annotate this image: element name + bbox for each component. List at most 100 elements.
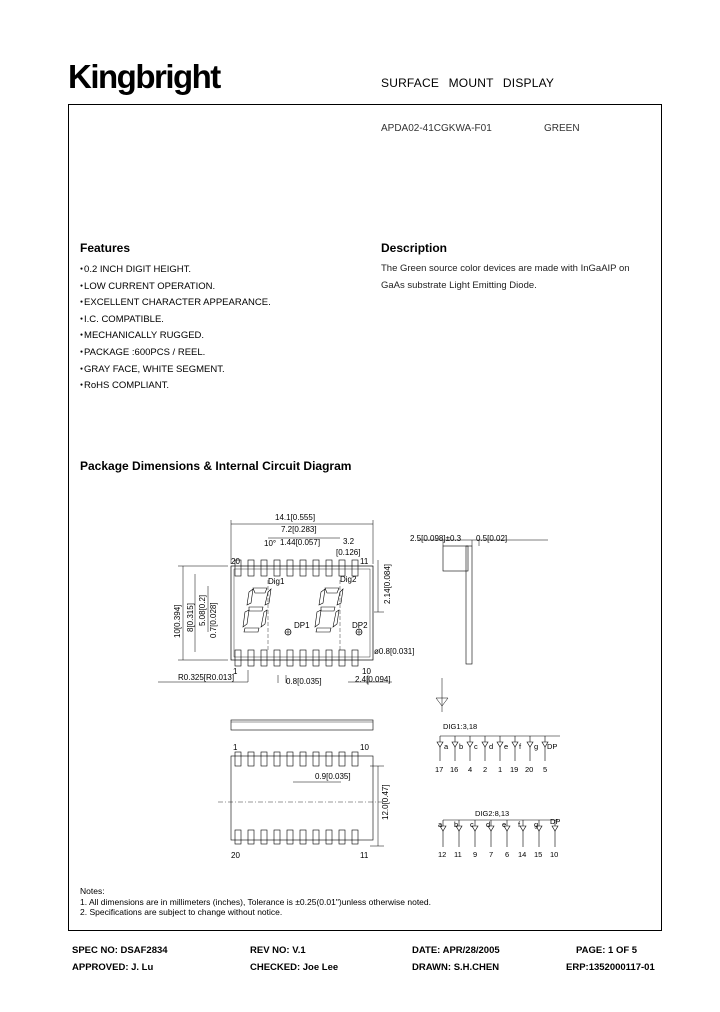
edge-view — [230, 719, 374, 731]
approved-by: APPROVED: J. Lu — [72, 962, 154, 973]
package-drawing: 14.1[0.555] 7.2[0.283] 10° 1.44[0.057] 3… — [158, 513, 560, 860]
label-dp1: DP1 — [294, 621, 310, 630]
part-number: APDA02-41CGKWA-F01 — [381, 123, 492, 134]
dig2-pin-number: 9 — [473, 850, 477, 859]
dim-height-total: 10[0.394] — [173, 605, 182, 638]
dim-bottom-pitch: 0.9[0.035] — [315, 772, 351, 781]
bottom-view — [218, 751, 384, 847]
package-heading: Package Dimensions & Internal Circuit Di… — [80, 459, 352, 473]
feature-item: EXCELLENT CHARACTER APPEARANCE. — [80, 294, 271, 311]
drawn-by: DRAWN: S.H.CHEN — [412, 962, 500, 973]
feature-item: LOW CURRENT OPERATION. — [80, 278, 271, 295]
dig2-pin-number: 11 — [454, 850, 462, 859]
dim-dp-offset-in: [0.126] — [336, 548, 360, 557]
label-pin11: 11 — [360, 557, 369, 566]
dig2-seg-label: d — [486, 820, 490, 829]
checked-by: CHECKED: Joe Lee — [250, 962, 339, 973]
dig2-seg-label: a — [438, 820, 443, 829]
dig2-pin-number: 12 — [438, 850, 446, 859]
dim-dp-dia: ø0.8[0.031] — [374, 647, 414, 656]
dim-side-thickness: 0.5[0.02] — [476, 534, 507, 543]
dim-height-digit: 5.08[0.2] — [198, 595, 207, 626]
dim-seg-width: 1.44[0.057] — [280, 538, 320, 547]
bottom-label-pin10: 10 — [360, 743, 369, 752]
note-line: 2. Specifications are subject to change … — [80, 907, 283, 917]
circuit-dig1-title: DIG1:3,18 — [443, 722, 477, 731]
dig1-pin-number: 20 — [525, 765, 533, 774]
dim-height-body: 8[0.315] — [186, 603, 195, 632]
dig1-seg-label: f — [519, 742, 522, 751]
features-list: 0.2 INCH DIGIT HEIGHT. LOW CURRENT OPERA… — [80, 261, 271, 394]
spec-number: SPEC NO: DSAF2834 — [72, 945, 168, 956]
digit-1-outline — [242, 587, 272, 633]
note-line: 1. All dimensions are in millimeters (in… — [80, 896, 431, 907]
dig1-pin-number: 17 — [435, 765, 443, 774]
dim-pad-pitch: 2.4[0.094] — [355, 675, 391, 684]
side-view — [418, 539, 548, 665]
dig2-pin-number: 14 — [518, 850, 526, 859]
dig1-seg-label: DP — [547, 742, 557, 751]
notes: Notes: 1. All dimensions are in millimet… — [80, 886, 431, 918]
dig1-seg-label: a — [444, 742, 449, 751]
label-pin10: 10 — [362, 667, 371, 676]
dig1-seg-label: c — [474, 742, 478, 751]
dim-overall-width: 14.1[0.555] — [275, 513, 315, 522]
dig2-seg-label: b — [454, 820, 458, 829]
dig2-pin-number: 7 — [489, 850, 493, 859]
content-frame — [68, 104, 662, 931]
front-view — [158, 520, 392, 685]
circuit-dig2 — [439, 819, 559, 847]
description-text: The Green source color devices are made … — [381, 263, 630, 291]
dig2-seg-label: c — [470, 820, 474, 829]
dig2-seg-label: g — [534, 820, 538, 829]
revision-number: REV NO: V.1 — [250, 945, 306, 956]
dim-bottom-height: 12.0[0.47] — [381, 784, 390, 820]
dig2-seg-label: f — [518, 820, 521, 829]
dig1-pin-number: 4 — [468, 765, 472, 774]
dig2-seg-label: e — [502, 820, 506, 829]
bottom-label-pin1: 1 — [233, 743, 238, 752]
dim-dp-offset: 3.2 — [343, 537, 355, 546]
dig1-seg-label: e — [504, 742, 508, 751]
features-heading: Features — [80, 241, 131, 255]
feature-item: PACKAGE :600PCS / REEL. — [80, 344, 271, 361]
label-pin20: 20 — [231, 557, 240, 566]
feature-item: 0.2 INCH DIGIT HEIGHT. — [80, 261, 271, 278]
feature-item: GRAY FACE, WHITE SEGMENT. — [80, 361, 271, 378]
dim-height-seg: 0.7[0.028] — [209, 602, 218, 638]
dig1-seg-label: b — [459, 742, 463, 751]
dig2-seg-label: DP — [550, 817, 560, 826]
dig1-pin-number: 16 — [450, 765, 458, 774]
label-pin1: 1 — [233, 667, 238, 676]
dim-digit-pitch: 7.2[0.283] — [281, 525, 317, 534]
description-heading: Description — [381, 241, 448, 255]
dim-pad-len: 2.14[0.084] — [383, 564, 392, 604]
dig2-pin-number: 15 — [534, 850, 542, 859]
dim-side-height: 2.5[0.098]±0.3 — [410, 534, 462, 543]
dig1-pin-number: 5 — [543, 765, 547, 774]
bottom-label-pin11: 11 — [360, 851, 369, 860]
feature-item: MECHANICALLY RUGGED. — [80, 327, 271, 344]
dig1-pin-number: 19 — [510, 765, 518, 774]
dim-corner-radius: R0.325[R0.013] — [178, 673, 234, 682]
dig2-pin-number: 6 — [505, 850, 509, 859]
emission-color: GREEN — [544, 123, 580, 134]
erp-number: ERP:1352000117-01 — [566, 962, 655, 973]
document-date: DATE: APR/28/2005 — [412, 945, 500, 956]
label-dig1: Dig1 — [268, 577, 285, 586]
digit-2-outline — [314, 587, 344, 633]
dig1-pin-number: 2 — [483, 765, 487, 774]
label-dp2: DP2 — [352, 621, 368, 630]
page-number: PAGE: 1 OF 5 — [576, 945, 638, 956]
dig1-seg-label: d — [489, 742, 493, 751]
dig2-pin-number: 10 — [550, 850, 558, 859]
document-title: SURFACE MOUNT DISPLAY — [381, 76, 555, 90]
notes-title: Notes: — [80, 886, 105, 896]
brand-logo: Kingbright — [68, 58, 221, 95]
circuit-dig2-title: DIG2:8,13 — [475, 809, 509, 818]
feature-item: RoHS COMPLIANT. — [80, 377, 271, 394]
feature-item: I.C. COMPATIBLE. — [80, 311, 271, 328]
bottom-label-pin20: 20 — [231, 851, 240, 860]
dig1-seg-label: g — [534, 742, 538, 751]
dig1-pin-number: 1 — [498, 765, 502, 774]
